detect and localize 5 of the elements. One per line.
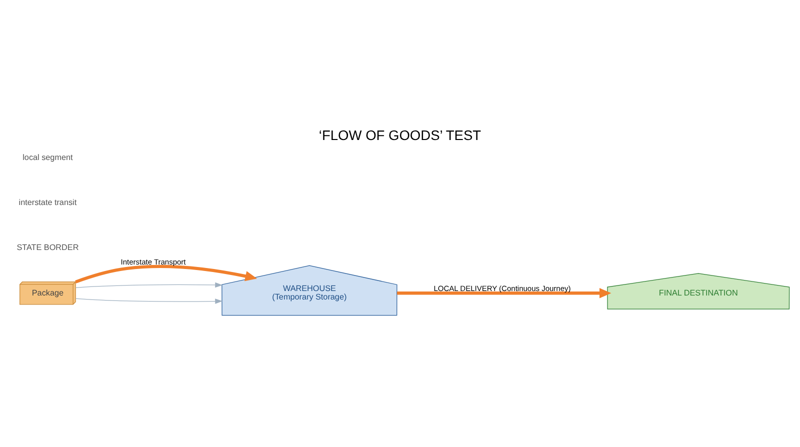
diagram-title: ‘FLOW OF GOODS’ TEST bbox=[318, 128, 482, 144]
arrow bbox=[397, 288, 612, 298]
arrow bbox=[75, 264, 258, 284]
arrow bbox=[75, 282, 223, 288]
arrow bbox=[75, 298, 223, 304]
